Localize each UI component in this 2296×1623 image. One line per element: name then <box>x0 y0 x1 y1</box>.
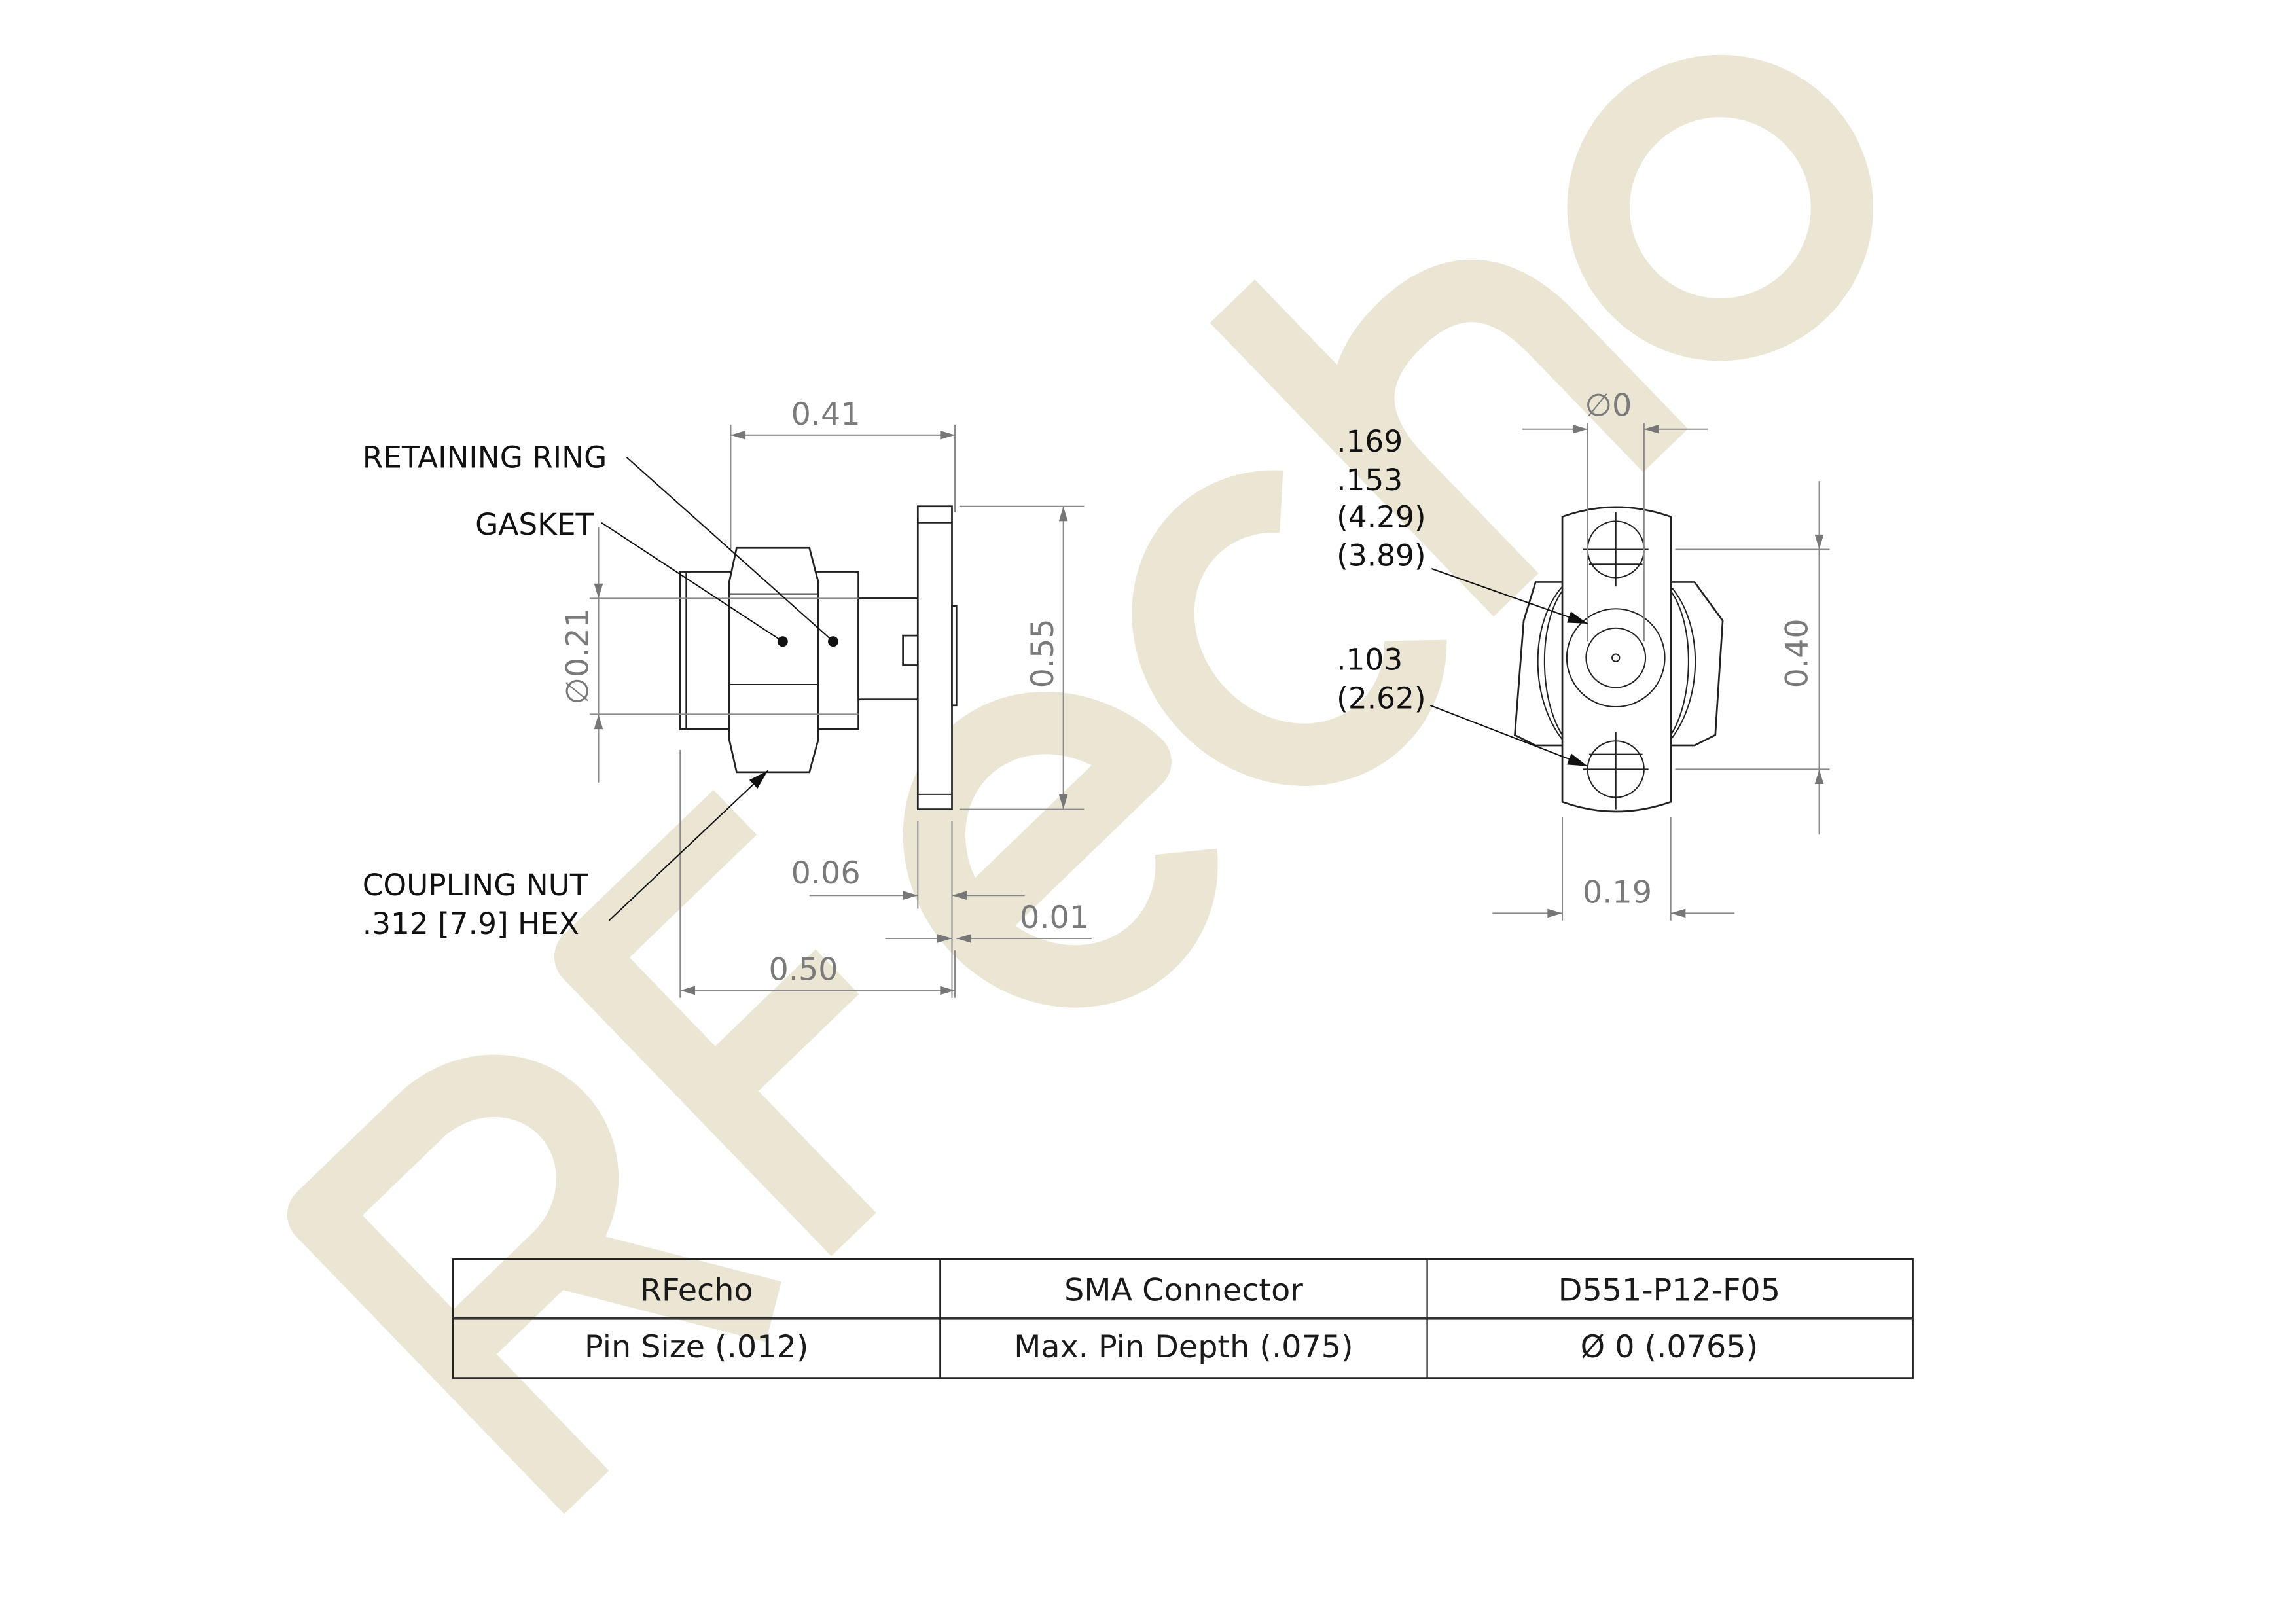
flange-notch <box>902 634 918 666</box>
drawing-text: (4.29) <box>1336 499 1426 534</box>
watermark-letter-h <box>1210 259 1689 617</box>
dim-length-front: 0.41 <box>730 397 956 550</box>
spec-hole-diameter: Ø 0 (.0765) <box>1581 1329 1759 1365</box>
flange <box>916 505 953 810</box>
label-coupling-nut: COUPLING NUT <box>363 868 588 902</box>
watermark-letter-o <box>1567 54 1874 361</box>
callout-1: .169 .153 (4.29) (3.89) <box>1336 424 1588 624</box>
front-view: ∅0 0.40 0.19 .169 .153 (4.29) (3.89) .10… <box>1336 387 1830 921</box>
drawing-text: ∅0 <box>1585 387 1632 423</box>
drawing-text: .169 <box>1336 424 1403 459</box>
drawing-text: (3.89) <box>1336 538 1426 573</box>
title-part-number: D551-P12-F05 <box>1558 1273 1780 1309</box>
dim-body-diameter: ∅0.21 <box>560 527 859 783</box>
watermark-letter-e <box>903 692 1218 1008</box>
dim-flange-thickness: 0.06 <box>791 821 1025 998</box>
drawing-text: 0.40 <box>1779 618 1815 688</box>
drawing-text: 0.50 <box>769 952 838 988</box>
drawing-text: ∅0.21 <box>560 608 596 705</box>
watermark-letter-c <box>1132 470 1447 786</box>
dim-hole-spacing: 0.40 <box>1675 481 1830 835</box>
drawing-text: 0.41 <box>791 397 861 433</box>
dim-hole-diameter: ∅0 <box>1522 387 1708 642</box>
title-company: RFecho <box>640 1273 753 1309</box>
drawing-text: 0.55 <box>1025 618 1061 688</box>
watermark-letter-r <box>287 1054 781 1514</box>
dim-overall-length: 0.50 <box>679 749 956 998</box>
callout-2: .103 (2.62) <box>1336 642 1588 767</box>
front-flange <box>1561 506 1672 813</box>
spec-pin-size: Pin Size (.012) <box>584 1329 808 1365</box>
dim-flange-height: 0.55 <box>959 505 1085 810</box>
label-gasket: GASKET <box>475 507 594 542</box>
rear-body <box>679 571 736 730</box>
side-view: 0.41 0.55 ∅0.21 0.06 0.01 <box>363 397 1092 998</box>
drawing-text: (2.62) <box>1336 681 1426 715</box>
drawing-text: 0.01 <box>1020 900 1089 936</box>
dim-flange-width: 0.19 <box>1492 816 1735 921</box>
title-product: SMA Connector <box>1064 1273 1303 1309</box>
drawing-text: .103 <box>1336 642 1403 677</box>
spec-pin-depth: Max. Pin Depth (.075) <box>1014 1329 1353 1365</box>
drawing-text: .153 <box>1336 463 1403 497</box>
front-body <box>814 571 859 730</box>
drawing-text: 0.06 <box>791 855 861 891</box>
label-coupling-nut-size: .312 [7.9] HEX <box>363 906 579 941</box>
title-block: RFecho SMA Connector D551-P12-F05 Pin Si… <box>452 1258 1914 1379</box>
coupling-nut <box>728 546 819 774</box>
label-retaining-ring: RETAINING RING <box>363 440 607 475</box>
watermark-logo <box>287 54 1874 1514</box>
drawing-text: 0.19 <box>1583 875 1652 911</box>
dim-step: 0.01 <box>885 900 1092 943</box>
